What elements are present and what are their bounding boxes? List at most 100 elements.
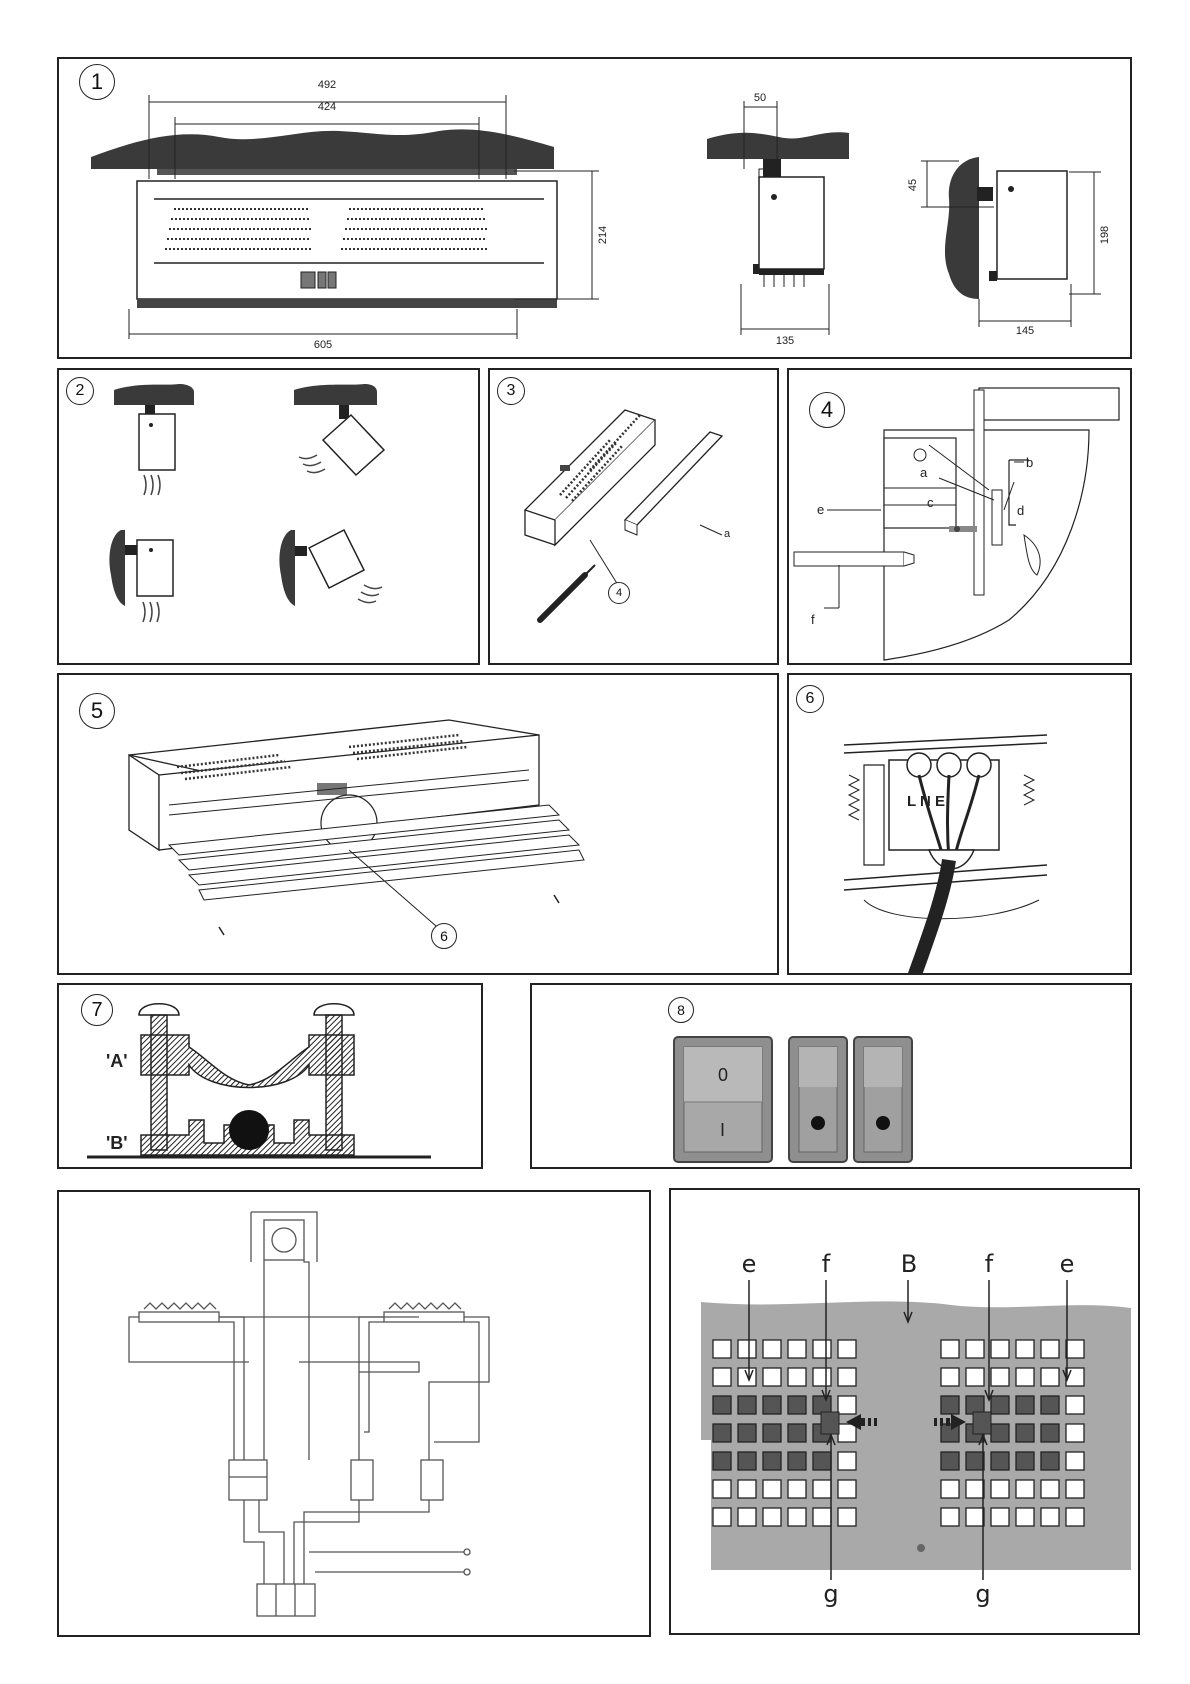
grille-slot — [838, 1452, 856, 1470]
motor-symbol — [264, 1220, 304, 1260]
screwdriver-icon — [540, 575, 585, 620]
heater-shelf-upright — [114, 384, 194, 495]
grille-slot — [991, 1340, 1009, 1358]
switch-off-mark: 0 — [718, 1065, 728, 1086]
dim-605: 605 — [314, 339, 332, 351]
figure-number-6: 6 — [796, 685, 824, 713]
figure-3-drawing — [490, 370, 779, 665]
figure-4-detail: 4 a b c d e f — [787, 368, 1132, 665]
grille-slot — [763, 1424, 781, 1442]
label-e-left: e — [742, 1250, 757, 1278]
wall-side-2 — [945, 157, 979, 299]
heater-wall-upright — [109, 530, 173, 622]
grille-slot — [838, 1396, 856, 1414]
terminal-labels: L N E — [907, 793, 945, 810]
grille-slot — [763, 1508, 781, 1526]
switch-panel — [301, 272, 315, 288]
rocker-switch-1 — [789, 1037, 847, 1162]
callout-6: 6 — [431, 923, 457, 949]
grille-slot — [838, 1508, 856, 1526]
grille-slot — [991, 1368, 1009, 1386]
grille-slot — [966, 1480, 984, 1498]
screw-right — [314, 1004, 354, 1150]
figure-2-drawing — [59, 370, 480, 665]
grille-slot — [813, 1396, 831, 1414]
grille-slot — [1066, 1480, 1084, 1498]
grille-slot — [1066, 1424, 1084, 1442]
heater-side-1 — [759, 177, 824, 269]
dim-424: 424 — [318, 101, 336, 113]
grille-slot — [941, 1340, 959, 1358]
shelf-side-1 — [707, 132, 849, 159]
grille-slot — [941, 1508, 959, 1526]
label-a: a — [920, 465, 927, 480]
grille-slot — [1016, 1508, 1034, 1526]
callout-a: a — [724, 528, 730, 540]
grille-slot — [788, 1424, 806, 1442]
grille-slot — [788, 1452, 806, 1470]
grille-slot — [991, 1396, 1009, 1414]
grille-slot — [941, 1368, 959, 1386]
grille-slot — [813, 1452, 831, 1470]
figure-number-1: 1 — [79, 64, 115, 100]
grille-slot — [941, 1480, 959, 1498]
grille-slot — [713, 1396, 731, 1414]
clamp-top — [141, 1035, 354, 1088]
grille-slot — [713, 1424, 731, 1442]
main-power-switch — [674, 1037, 772, 1162]
figure-9-wiring-diagram — [57, 1190, 651, 1637]
grille-slot — [713, 1508, 731, 1526]
figure-5-drawing — [59, 675, 779, 975]
grille-slot — [763, 1340, 781, 1358]
grille-slot — [1041, 1340, 1059, 1358]
cable-cross-section — [229, 1110, 269, 1150]
grille-slot — [966, 1396, 984, 1414]
figure-number-8: 8 — [668, 997, 694, 1023]
heater-shelf-tilted — [294, 384, 384, 475]
switch-symbol-3 — [421, 1460, 443, 1500]
figure-5-front-cover: 5 6 — [57, 673, 779, 975]
figure-6-drawing — [789, 675, 1132, 975]
grille-slot — [1041, 1508, 1059, 1526]
grille-slot — [838, 1424, 856, 1442]
dim-214: 214 — [597, 226, 609, 244]
dim-45: 45 — [907, 179, 919, 191]
figure-10-grille-detail: e f B f e g g — [669, 1188, 1140, 1635]
figure-1-dimensions: 1 492 424 605 214 50 135 45 198 145 — [57, 57, 1132, 359]
grille-slot — [966, 1368, 984, 1386]
grille-slot — [763, 1396, 781, 1414]
label-b: b — [1026, 455, 1033, 470]
grille-slot — [991, 1452, 1009, 1470]
label-e: e — [817, 502, 824, 517]
grille-slot — [813, 1340, 831, 1358]
dim-50: 50 — [754, 92, 766, 104]
grille-slot — [763, 1368, 781, 1386]
label-B: B — [901, 1250, 917, 1278]
grille-slot — [838, 1480, 856, 1498]
callout-4: 4 — [608, 582, 630, 604]
heater-wall-tilted — [279, 530, 382, 606]
figure-number-5: 5 — [79, 693, 115, 729]
bracket-front — [157, 169, 517, 175]
grille-slot — [813, 1508, 831, 1526]
grille-slot — [738, 1480, 756, 1498]
heating-element-left — [144, 1303, 216, 1309]
grille-slot — [813, 1480, 831, 1498]
grille-slot — [713, 1340, 731, 1358]
grille-slot — [738, 1508, 756, 1526]
switch-on-mark: I — [720, 1120, 725, 1141]
grille-slot — [1016, 1424, 1034, 1442]
figure-number-3: 3 — [497, 377, 525, 405]
grille-slot — [1016, 1340, 1034, 1358]
grille-slot — [763, 1480, 781, 1498]
grille-slot — [788, 1480, 806, 1498]
grille-slot — [1041, 1424, 1059, 1442]
heater-side-2 — [997, 171, 1067, 279]
grille-slot — [1016, 1452, 1034, 1470]
figure-8-switches: 8 0 I — [530, 983, 1132, 1169]
switch-symbol-2 — [351, 1460, 373, 1500]
figure-6-terminal-block: 6 L N E — [787, 673, 1132, 975]
screw-left — [139, 1004, 179, 1150]
label-f-left: f — [822, 1250, 830, 1278]
dim-492: 492 — [318, 79, 336, 91]
